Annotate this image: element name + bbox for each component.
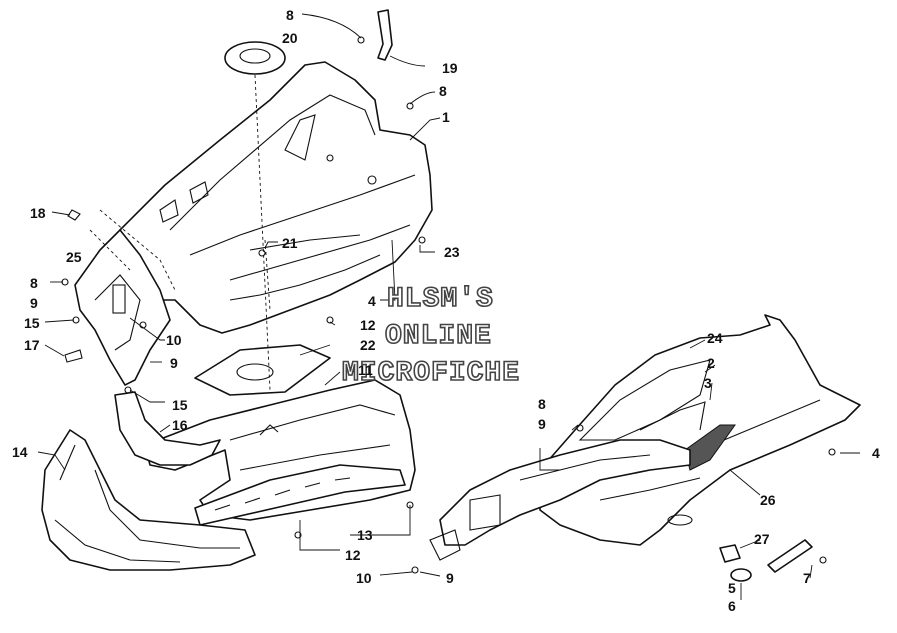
callout-15: 15 (24, 315, 40, 331)
part-27-bumper-pad (719, 544, 741, 563)
callout-16: 16 (172, 417, 188, 433)
callout-9: 9 (538, 416, 546, 432)
callout-15: 15 (172, 397, 188, 413)
callout-13: 13 (357, 527, 373, 543)
callout-11: 11 (358, 362, 373, 378)
watermark-line-1: HLSM'S (387, 284, 494, 315)
callout-12: 12 (360, 317, 376, 333)
callout-5: 5 (728, 580, 736, 596)
part-14-front-bumper (41, 429, 256, 571)
callout-12: 12 (345, 547, 361, 563)
part-13-skid-strip (194, 464, 406, 526)
callout-23: 23 (444, 244, 460, 260)
assembly-lines (89, 74, 271, 391)
callout-21: 21 (282, 235, 298, 251)
callout-26: 26 (760, 492, 776, 508)
callout-24: 24 (707, 330, 723, 346)
callout-8: 8 (439, 83, 447, 99)
part-2-belly-pan-right (539, 314, 861, 546)
part-front-frame-arm (429, 439, 691, 561)
callout-2: 2 (707, 355, 715, 371)
callout-9: 9 (170, 355, 178, 371)
part-22-plate (194, 344, 331, 396)
callout-4: 4 (872, 445, 880, 461)
callout-labels: 8 20 19 8 1 18 21 23 25 8 9 4 12 15 10 1… (12, 7, 880, 614)
part-16-deflector (114, 391, 221, 466)
callout-10: 10 (166, 332, 182, 348)
callout-25: 25 (66, 249, 82, 265)
callout-19: 19 (442, 60, 458, 76)
part-upper-shell (109, 61, 433, 334)
callout-10: 10 (356, 570, 372, 586)
watermark-line-2: ONLINE (385, 321, 492, 352)
callout-27: 27 (754, 531, 770, 547)
part-left-side-panel (74, 229, 171, 386)
callout-8: 8 (286, 7, 294, 23)
callout-6: 6 (728, 598, 736, 614)
callout-8: 8 (538, 396, 546, 412)
part-19-bracket (377, 9, 393, 61)
callout-14: 14 (12, 444, 28, 460)
part-5-6-washer (730, 568, 752, 582)
leader-lines (37, 13, 860, 600)
callout-8: 8 (30, 275, 38, 291)
watermark: HLSM'S ONLINE MICROFICHE (341, 283, 520, 390)
callout-1: 1 (442, 109, 450, 125)
callout-17: 17 (24, 337, 40, 353)
callout-9: 9 (30, 295, 38, 311)
watermark-line-3: MICROFICHE (342, 358, 520, 389)
fasteners (61, 36, 836, 574)
callout-9: 9 (446, 570, 454, 586)
callout-7: 7 (803, 570, 811, 586)
part-20-grommet (224, 41, 286, 75)
callout-4: 4 (368, 293, 376, 309)
callout-3: 3 (704, 375, 712, 391)
callout-18: 18 (30, 205, 46, 221)
part-7-strap (767, 539, 813, 573)
callout-22: 22 (360, 337, 376, 353)
callout-20: 20 (282, 30, 298, 46)
